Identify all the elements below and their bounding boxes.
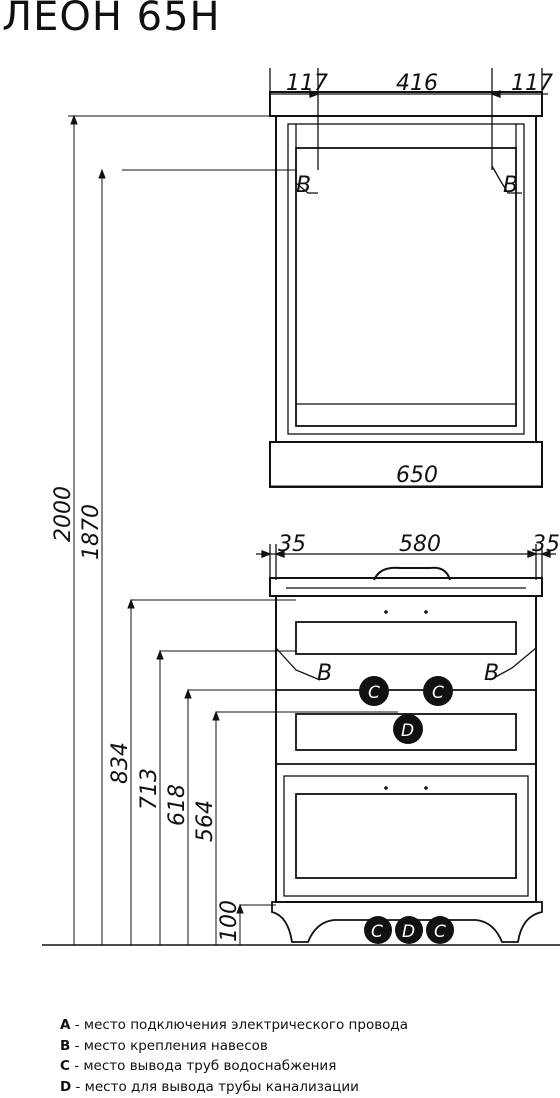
water-marker-label: C (368, 683, 380, 703)
drain-marker-label: D (402, 922, 415, 942)
height-2000: 2000 (51, 486, 76, 542)
mirror-mount-right (491, 165, 522, 194)
legend-text: - место для вывода трубы канализации (71, 1078, 359, 1095)
mirror-dim-right: 117 (511, 71, 553, 96)
product-title: ЛЕОН 65Н (2, 0, 221, 40)
cabinet-top-dimension (256, 544, 556, 580)
mirror-mount-marker: B (296, 173, 311, 198)
legend-key: B (60, 1037, 71, 1054)
cabinet-dim-left: 35 (278, 532, 306, 557)
legend-text: - место вывода труб водоснабжения (69, 1058, 337, 1074)
mirror-mount-marker: B (503, 173, 518, 198)
drain-outlet-markers (393, 714, 423, 944)
mirror-dim-left: 117 (286, 71, 328, 96)
cabinet-mount-right (489, 647, 537, 681)
water-outlet-markers (359, 676, 454, 944)
cabinet-dim-center: 580 (399, 532, 441, 557)
legend-item: D - место для вывода трубы канализации (60, 1077, 408, 1098)
cabinet-mount-marker: B (484, 661, 499, 686)
cabinet-dim-right: 35 (532, 532, 560, 557)
height-dimensions (42, 114, 560, 946)
legend-text: - место крепления навесов (70, 1037, 268, 1054)
height-713: 713 (137, 768, 162, 810)
water-marker-label: C (371, 922, 383, 942)
mirror-dim-center: 416 (396, 71, 438, 96)
legend-item: C - место вывода труб водоснабжения (60, 1056, 408, 1077)
water-marker-label: C (432, 683, 444, 703)
legend-item: B - место крепления навесов (60, 1036, 408, 1057)
water-marker-label: C (434, 922, 446, 942)
height-834: 834 (108, 742, 133, 784)
mirror-mount-left (295, 166, 318, 194)
technical-drawing: C C C C D D B B B B 117 416 117 650 35 5… (42, 68, 560, 946)
drain-marker-label: D (401, 721, 414, 741)
legend-key: A (60, 1017, 71, 1033)
cabinet-mount-marker: B (317, 661, 332, 686)
legend-key: D (60, 1078, 72, 1095)
legend-item: A - место подключения электрического про… (60, 1015, 408, 1036)
height-100: 100 (217, 900, 242, 942)
legend-key: C (60, 1058, 70, 1074)
mirror-width-label: 650 (396, 463, 438, 488)
height-564: 564 (193, 800, 218, 842)
drawer-knobs (384, 610, 428, 790)
mirror-top-dimension (269, 68, 548, 170)
cabinet-outline (269, 566, 543, 943)
mirror-outline (269, 91, 543, 488)
height-1870: 1870 (79, 504, 104, 560)
legend-text: - место подключения электрического прово… (70, 1017, 409, 1033)
cabinet-mount-left (275, 647, 321, 681)
legend: A - место подключения электрического про… (60, 1015, 408, 1097)
height-618: 618 (165, 784, 190, 826)
